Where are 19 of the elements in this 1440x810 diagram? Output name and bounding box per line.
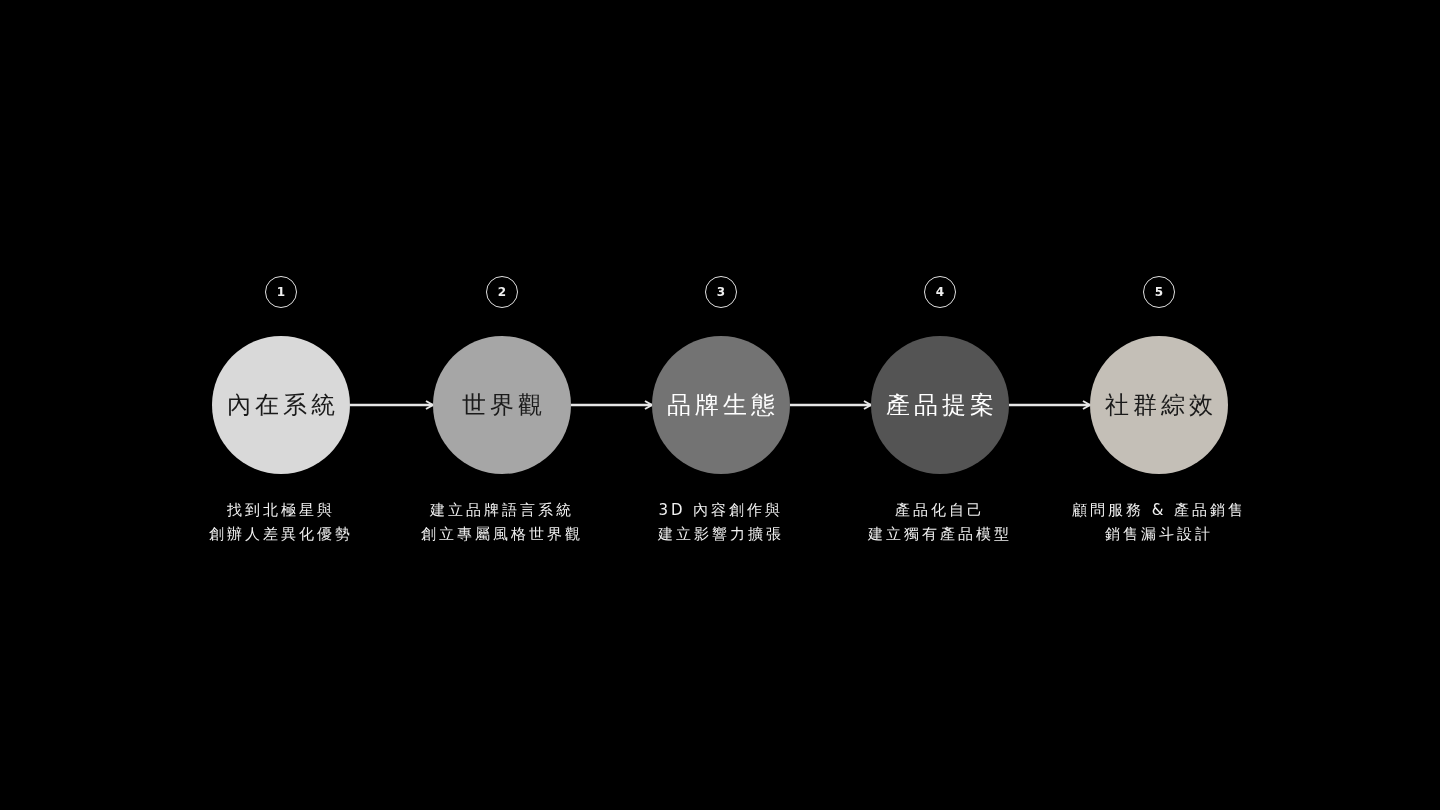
stage-title: 社群綜效: [1105, 390, 1217, 421]
stage-description: 3D 內容創作與: [658, 500, 784, 520]
stage-title: 產品提案: [886, 390, 998, 421]
stage-description: 銷售漏斗設計: [1105, 524, 1213, 544]
arrow: [571, 400, 653, 410]
stage-description: 建立品牌語言系統: [430, 500, 574, 520]
stage-description: 顧問服務 & 產品銷售: [1071, 500, 1247, 520]
stage-description: 建立影響力擴張: [658, 524, 784, 544]
stage-title: 品牌生態: [667, 390, 779, 421]
arrow: [350, 400, 434, 410]
stage-title: 世界觀: [462, 390, 546, 421]
stage-description: 產品化自己: [895, 500, 985, 520]
arrow: [1009, 400, 1091, 410]
stage-description: 找到北極星與: [227, 500, 335, 520]
arrow: [790, 400, 872, 410]
stage-description: 創立專屬風格世界觀: [421, 524, 583, 544]
stage-title: 內在系統: [227, 390, 339, 421]
stage-description: 創辦人差異化優勢: [209, 524, 353, 544]
stage-description: 建立獨有產品模型: [868, 524, 1012, 544]
